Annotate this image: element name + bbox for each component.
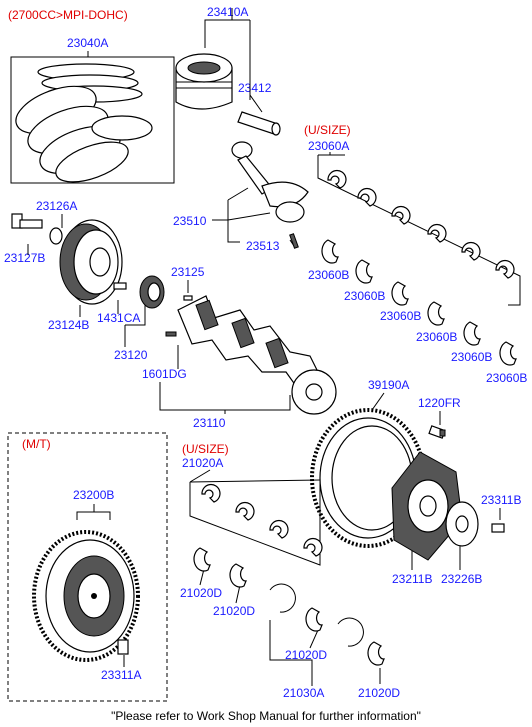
label-21020D[interactable]: 21020D [180,586,222,600]
drive-plate-bolt[interactable] [491,523,505,533]
label-23060B[interactable]: 23060B [308,268,349,282]
label-23211B[interactable]: 23211B [392,572,432,586]
label-39190A[interactable]: 39190A [368,378,409,392]
piston-pin[interactable] [237,111,281,136]
label-23060B[interactable]: 23060B [451,350,492,364]
mt-note: (M/T) [22,437,51,451]
label-23510[interactable]: 23510 [173,214,207,228]
label-23124B[interactable]: 23124B [48,318,89,332]
label-23040A[interactable]: 23040A [67,36,108,50]
piston-rings[interactable] [10,63,153,190]
flywheel-bolt-mt[interactable] [117,639,129,655]
label-21020D[interactable]: 21020D [285,648,327,662]
label-21020A[interactable]: 21020A [182,456,223,470]
pulley-bolt[interactable] [11,213,63,245]
mt-group-box [7,432,168,702]
leader-lines [10,8,521,686]
thrust-bearings-upper[interactable] [201,483,323,557]
damper-pulley[interactable] [59,219,123,305]
label-23126A[interactable]: 23126A [36,199,77,213]
label-23127B[interactable]: 23127B [4,251,45,265]
flywheel[interactable] [32,530,140,662]
label-23410A[interactable]: 23410A [207,5,248,19]
thrust-washers[interactable] [269,583,364,647]
label-23226B[interactable]: 23226B [441,572,482,586]
label-23060B[interactable]: 23060B [486,371,527,385]
usize-note-thrust: (U/SIZE) [182,442,229,456]
drive-plate-ring-gear[interactable] [310,408,426,548]
label-21020D[interactable]: 21020D [213,604,255,618]
thrust-bearings-lower[interactable] [193,547,385,666]
label-23513[interactable]: 23513 [246,239,280,253]
crankshaft[interactable] [165,295,337,415]
label-21020D[interactable]: 21020D [358,686,400,700]
piston[interactable] [175,53,233,110]
connecting-rod[interactable] [231,141,309,249]
engine-note: (2700CC>MPI-DOHC) [8,8,128,22]
label-23311A[interactable]: 23311A [101,668,141,682]
label-23060B[interactable]: 23060B [416,330,457,344]
label-21030A[interactable]: 21030A [283,686,324,700]
label-23412[interactable]: 23412 [238,81,272,95]
label-1601DG[interactable]: 1601DG [142,367,187,381]
label-23311B[interactable]: 23311B [481,493,521,507]
reinforcement-plate[interactable] [445,501,479,547]
label-23060A[interactable]: 23060A [308,139,349,153]
usize-note-bearings: (U/SIZE) [304,123,351,137]
label-1220FR[interactable]: 1220FR [418,396,461,410]
label-1431CA[interactable]: 1431CA [97,311,140,325]
label-23060B[interactable]: 23060B [344,289,385,303]
crank-sprocket[interactable] [113,275,193,309]
footer-note: "Please refer to Work Shop Manual for fu… [111,709,421,723]
label-23060B[interactable]: 23060B [380,309,421,323]
label-23125[interactable]: 23125 [171,265,205,279]
drive-plate[interactable] [391,451,463,561]
label-23120[interactable]: 23120 [114,348,148,362]
label-23110[interactable]: 23110 [193,416,226,430]
label-23200B[interactable]: 23200B [73,488,114,502]
main-bearings-upper[interactable] [327,169,515,279]
main-bearings-lower[interactable] [321,239,517,366]
flywheel-bolt[interactable] [428,425,446,439]
